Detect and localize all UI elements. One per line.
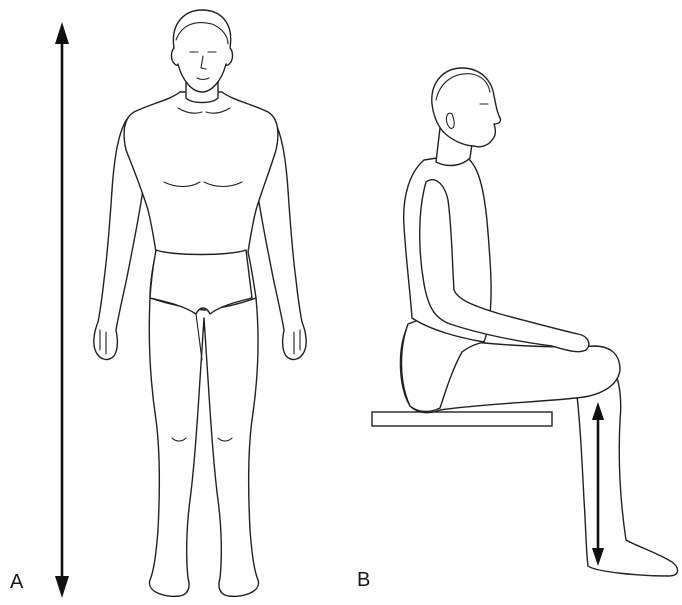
- seated-figure: [372, 68, 678, 576]
- figure-label-b: B: [357, 570, 370, 590]
- figure-label-a: A: [10, 572, 23, 592]
- standing-figure: [55, 10, 306, 598]
- seat-board: [372, 412, 552, 426]
- standing-legs: [149, 298, 258, 596]
- stature-arrow: [55, 22, 69, 598]
